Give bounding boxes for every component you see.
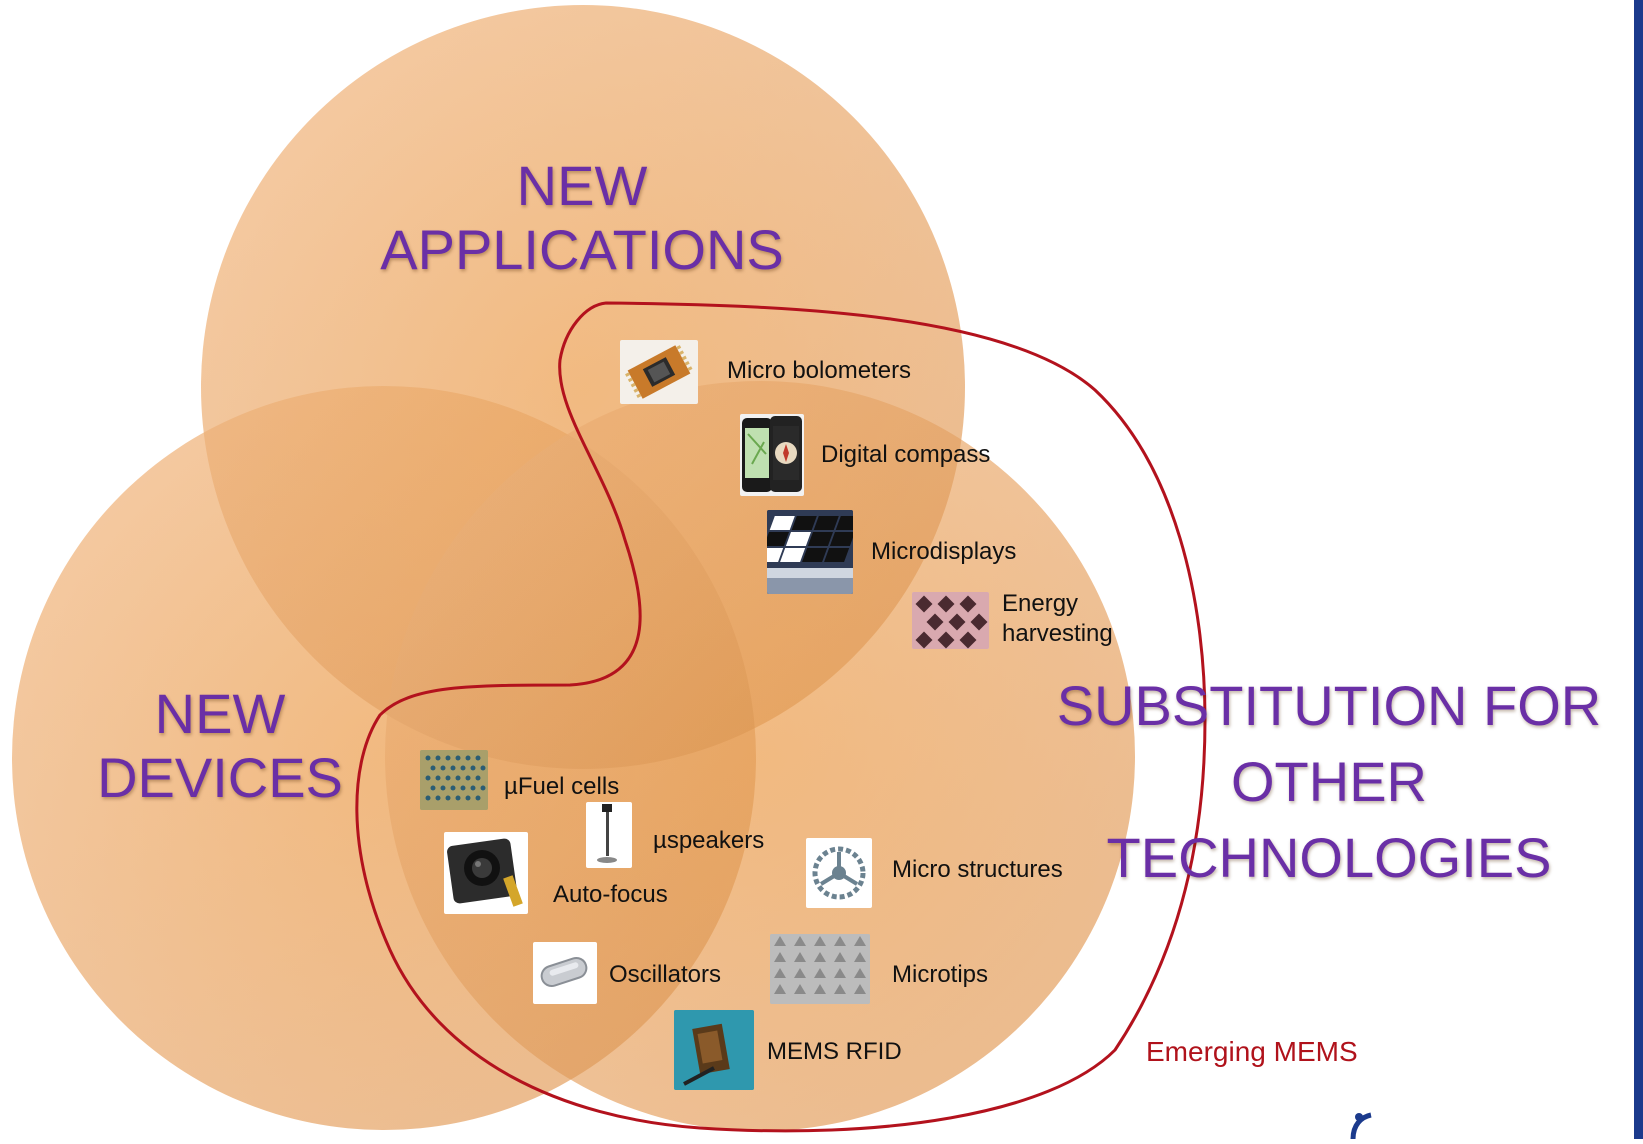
item-speakers: µspeakers	[653, 827, 765, 854]
label-line: TECHNOLOGIES	[1106, 826, 1552, 889]
crystal-oscillator-icon	[533, 942, 597, 1004]
brand-logo-icon	[1345, 1105, 1385, 1140]
smartphone-compass-icon	[740, 414, 804, 496]
label-line: APPLICATIONS	[380, 218, 784, 281]
item-oscillators: Oscillators	[609, 961, 722, 988]
item-energy-harvesting: Energy harvesting	[1002, 590, 1113, 647]
item-fuel-cells: µFuel cells	[504, 773, 620, 800]
item-microtips: Microtips	[892, 961, 989, 988]
micromirror-array-icon	[767, 510, 853, 594]
micro-speaker-icon	[586, 802, 632, 868]
label-substitution: SUBSTITUTION FOR OTHER TECHNOLOGIES	[1024, 668, 1634, 896]
label-line: NEW	[154, 682, 286, 745]
fuel-cell-mesh-icon	[420, 750, 488, 810]
sensor-chip-icon	[620, 340, 698, 404]
label-line: DEVICES	[97, 746, 343, 809]
rfid-chip-icon	[674, 1010, 754, 1090]
energy-grid-icon	[912, 592, 989, 649]
item-micro-structures: Micro structures	[892, 856, 1063, 883]
item-digital-compass: Digital compass	[821, 441, 991, 468]
camera-module-icon	[444, 832, 528, 914]
gear-structure-icon	[806, 838, 872, 908]
emerging-mems-outline	[355, 301, 1207, 1133]
label-line: OTHER	[1231, 750, 1427, 813]
caption-emerging-mems: Emerging MEMS	[1146, 1036, 1358, 1067]
item-auto-focus: Auto-focus	[553, 881, 668, 908]
microtip-array-icon	[770, 934, 870, 1004]
item-mems-rfid: MEMS RFID	[767, 1038, 902, 1065]
item-micro-bolometers: Micro bolometers	[727, 357, 912, 384]
label-line: NEW	[516, 154, 648, 217]
label-line: SUBSTITUTION FOR	[1056, 674, 1602, 737]
label-new-applications: NEW APPLICATIONS	[352, 154, 812, 282]
label-new-devices: NEW DEVICES	[60, 682, 380, 810]
item-microdisplays: Microdisplays	[871, 538, 1017, 565]
side-accent-bar	[1634, 0, 1643, 1139]
